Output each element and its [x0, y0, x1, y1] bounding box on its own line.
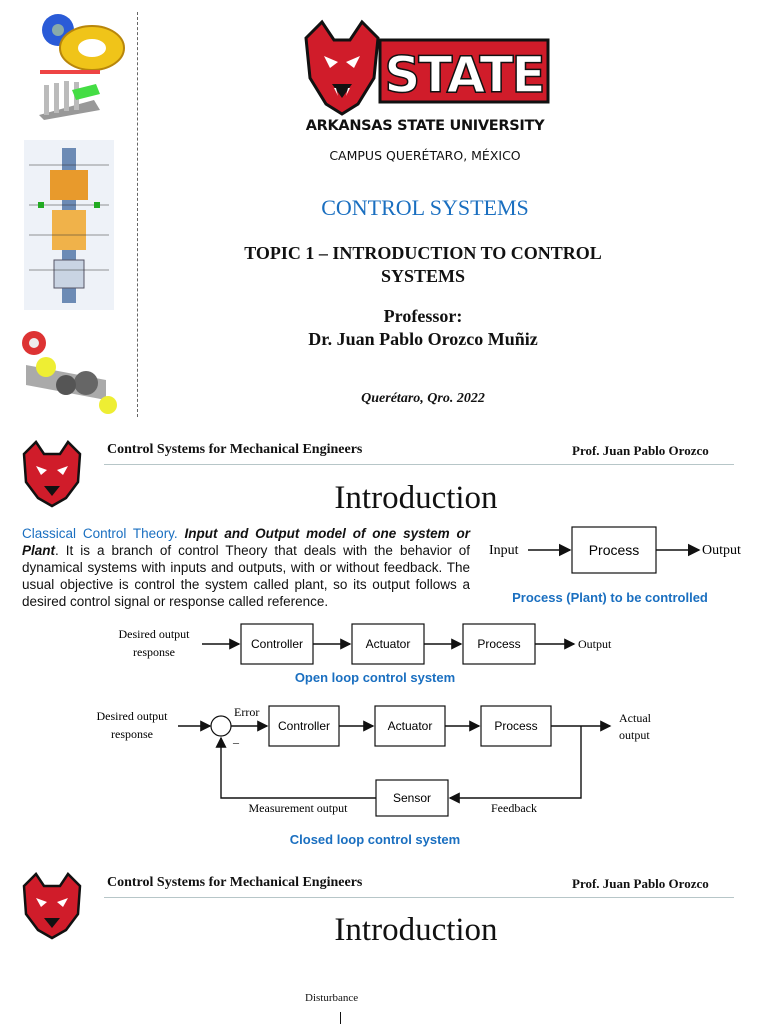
- paragraph-body: . It is a branch of control Theory that …: [22, 543, 470, 609]
- professor-name: Dr. Juan Pablo Orozco Muñiz: [308, 329, 538, 349]
- header-left: Control Systems for Mechanical Engineers: [107, 875, 363, 890]
- professor-label: Professor:: [383, 306, 463, 326]
- university-name: ARKANSAS STATE UNIVERSITY: [305, 118, 545, 134]
- wolf-logo-icon: [22, 872, 82, 940]
- header-right: Prof. Juan Pablo Orozco: [572, 443, 709, 458]
- summing-junction: [210, 715, 232, 737]
- header-rule: [104, 897, 734, 898]
- io-model-phrase: Input and Output model of one system or …: [22, 526, 470, 558]
- open-controller-label: Controller: [251, 637, 303, 651]
- heatsink-image: [39, 81, 100, 120]
- plant-input-label: Input: [489, 543, 519, 558]
- place-date: Querétaro, Qro. 2022: [361, 391, 485, 406]
- slide-heading: Introduction: [334, 912, 498, 948]
- gearbox-image: [22, 331, 117, 414]
- feedback-label: Feedback: [491, 801, 537, 815]
- closed-controller-label: Controller: [278, 719, 330, 733]
- course-title: CONTROL SYSTEMS: [321, 195, 529, 220]
- open-output-label: Output: [578, 637, 612, 651]
- open-process-label: Process: [477, 637, 520, 651]
- plant-caption: Process (Plant) to be controlled: [512, 590, 708, 605]
- university-logo: STATE: [304, 19, 550, 116]
- open-loop-diagram: Desired output response Controller Actua…: [119, 623, 612, 665]
- open-desired-line1: Desired output: [119, 627, 191, 641]
- header-rule: [104, 464, 734, 465]
- closed-loop-caption: Closed loop control system: [289, 832, 461, 847]
- logo-word: STATE: [384, 46, 543, 104]
- wolf-logo-icon: [22, 440, 82, 508]
- plant-process-label: Process: [589, 542, 640, 558]
- closed-process-label: Process: [494, 719, 537, 733]
- plant-output-label: Output: [702, 543, 741, 558]
- shaft-assembly-image: [24, 140, 114, 310]
- plant-diagram: Input Process Output: [489, 526, 741, 574]
- closed-desired-line1: Desired output: [97, 709, 169, 723]
- header-left: Control Systems for Mechanical Engineers: [107, 442, 363, 457]
- disturbance-label: Disturbance: [305, 992, 359, 1004]
- intro-paragraph: Classical Control Theory. Input and Outp…: [22, 525, 470, 610]
- introduction-slide-2: Control Systems for Mechanical Engineers…: [0, 864, 768, 1024]
- error-label: Error: [234, 705, 259, 719]
- open-loop-caption: Open loop control system: [294, 670, 456, 685]
- header-right: Prof. Juan Pablo Orozco: [572, 876, 709, 891]
- disturbance-arrow: [340, 1012, 341, 1024]
- actual-output-line1: Actual: [619, 711, 652, 725]
- actual-output-line2: output: [619, 728, 650, 742]
- sensor-label: Sensor: [393, 791, 431, 805]
- measurement-label: Measurement output: [249, 801, 349, 815]
- minus-sign: –: [232, 735, 240, 749]
- slide-heading: Introduction: [334, 480, 498, 516]
- topic-line-2: SYSTEMS: [380, 266, 466, 286]
- title-slide: STATE ARKANSAS STATE UNIVERSITY CAMPUS Q…: [0, 0, 768, 428]
- closed-desired-line2: response: [111, 727, 153, 741]
- gear-image: [40, 14, 125, 74]
- vertical-divider: [137, 12, 138, 417]
- open-actuator-label: Actuator: [366, 637, 411, 651]
- introduction-slide: Control Systems for Mechanical Engineers…: [0, 430, 768, 860]
- closed-actuator-label: Actuator: [388, 719, 433, 733]
- closed-loop-diagram: Desired output response Error – Controll…: [97, 705, 652, 817]
- open-desired-line2: response: [133, 645, 175, 659]
- campus-name: CAMPUS QUERÉTARO, MÉXICO: [329, 148, 521, 163]
- topic-line-1: TOPIC 1 – INTRODUCTION TO CONTROL: [244, 243, 602, 263]
- term-classical-control: Classical Control Theory.: [22, 526, 178, 541]
